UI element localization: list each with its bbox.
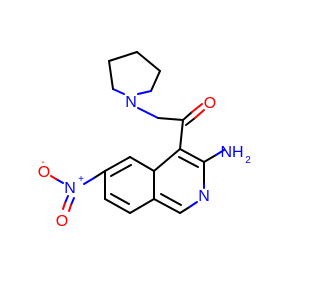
bond bbox=[185, 117, 196, 126]
nitro-oxygen-charge: - bbox=[41, 157, 44, 168]
bond bbox=[68, 204, 72, 212]
bond bbox=[108, 60, 114, 90]
bond bbox=[203, 154, 217, 163]
bond bbox=[136, 51, 161, 72]
nitro-oxygen-double-label: O bbox=[56, 213, 68, 230]
bond bbox=[104, 198, 131, 214]
amine-label: NH bbox=[220, 144, 243, 161]
amide-nitrogen-label: N bbox=[125, 94, 137, 111]
bond bbox=[157, 117, 184, 121]
bond bbox=[160, 193, 182, 206]
bond bbox=[110, 193, 130, 205]
bond bbox=[110, 164, 132, 177]
bonds bbox=[50, 51, 225, 214]
bond bbox=[178, 156, 199, 168]
bond bbox=[64, 195, 69, 204]
bond bbox=[179, 207, 189, 214]
bond bbox=[70, 197, 75, 206]
atom-labels: N O NH 2 N N + O O - bbox=[38, 94, 251, 230]
bond bbox=[137, 90, 152, 95]
bond bbox=[112, 88, 125, 95]
bond bbox=[108, 51, 138, 62]
bond bbox=[93, 170, 106, 179]
bond bbox=[182, 111, 193, 121]
bond bbox=[153, 148, 181, 172]
bond bbox=[83, 177, 95, 185]
bond bbox=[50, 175, 57, 180]
ring-nitrogen-label: N bbox=[198, 188, 210, 205]
bond bbox=[137, 107, 159, 119]
bond bbox=[179, 148, 205, 163]
bond bbox=[153, 198, 181, 214]
nitro-oxygen-single-label: O bbox=[38, 164, 50, 181]
bond bbox=[129, 156, 155, 172]
molecule-canvas: N O NH 2 N N + O O - bbox=[38, 51, 251, 230]
structure-diagram: N O NH 2 N N + O O - bbox=[38, 51, 251, 230]
bond bbox=[62, 202, 66, 210]
nitro-nitrogen-charge: + bbox=[78, 174, 84, 185]
bond bbox=[179, 119, 184, 150]
bond bbox=[191, 103, 203, 113]
bond bbox=[150, 70, 161, 92]
bond bbox=[187, 201, 198, 209]
amine-h-count: 2 bbox=[245, 155, 251, 166]
bond bbox=[129, 198, 155, 214]
carbonyl-oxygen-label: O bbox=[204, 95, 216, 112]
bond bbox=[215, 149, 225, 156]
bond bbox=[55, 178, 64, 184]
nitro-nitrogen-label: N bbox=[64, 180, 76, 197]
bond bbox=[104, 156, 131, 172]
bond bbox=[194, 109, 205, 119]
